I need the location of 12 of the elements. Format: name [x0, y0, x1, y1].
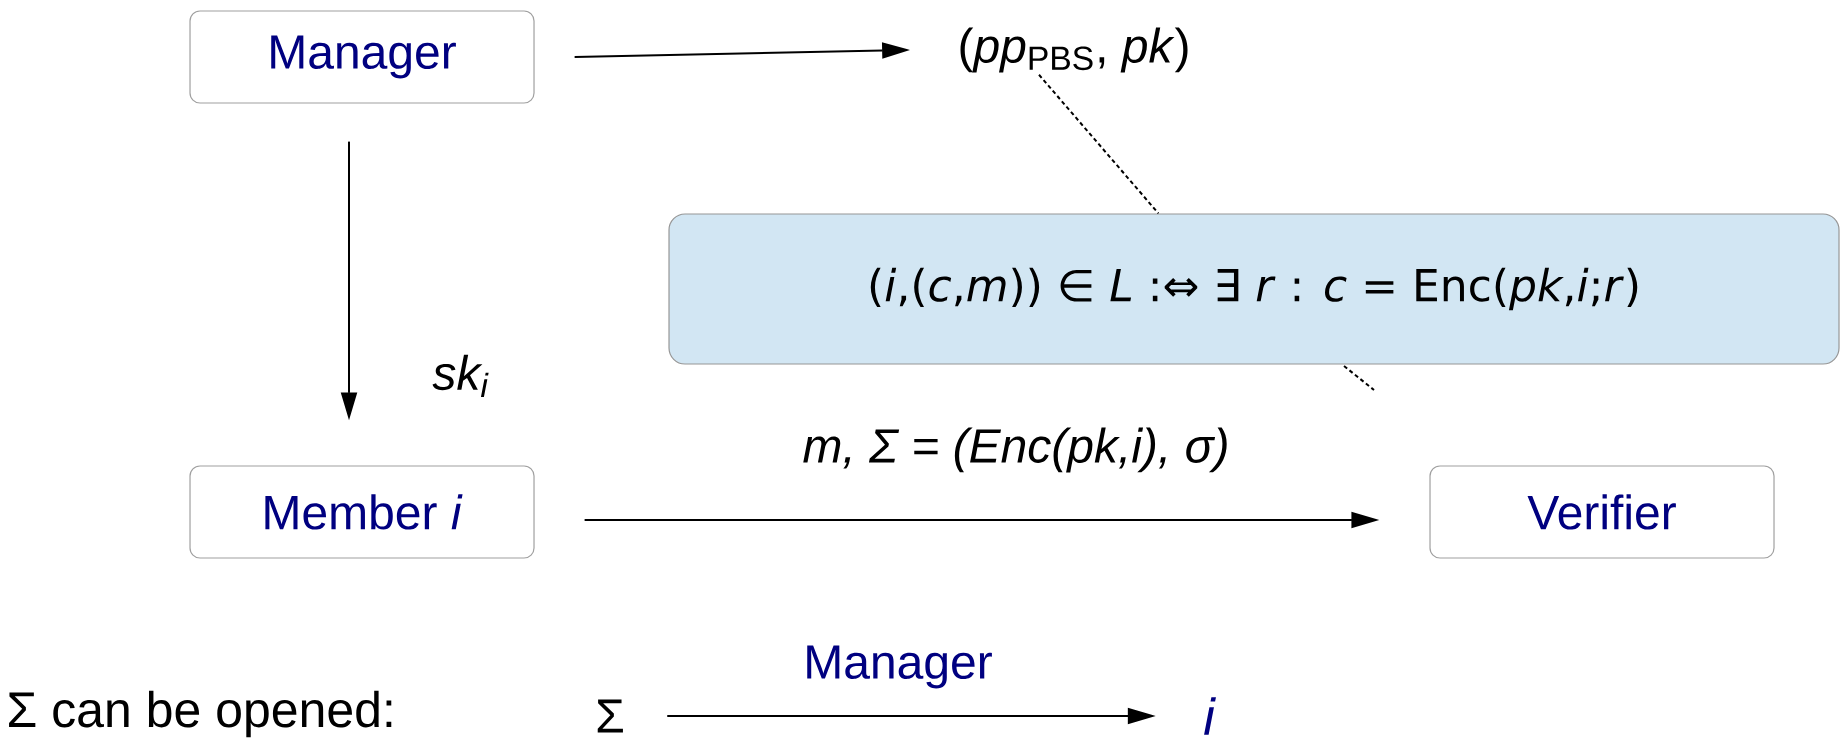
actor-box: Verifier [1429, 465, 1775, 559]
edge-label: Manager [799, 641, 997, 693]
key-text: (pp$_{PBS}$, pk) [960, 27, 1188, 73]
dotted-line [1038, 73, 1160, 215]
edge-label: sk$_{i}$ [428, 350, 493, 402]
edge-label: m, Σ = (Enc(pk,i), σ) [798, 423, 1234, 477]
actor-box: Member i [189, 465, 535, 559]
caption-text: Σ can be opened: [9, 690, 392, 738]
language-box: (i,(c,m)) ∈ L :⇔ ∃ r : c = Enc(pk,i;r) [668, 213, 1840, 365]
actor-box: Manager [189, 10, 535, 104]
signature-symbol: Σ [597, 699, 623, 733]
identity-text: i [1204, 697, 1216, 735]
